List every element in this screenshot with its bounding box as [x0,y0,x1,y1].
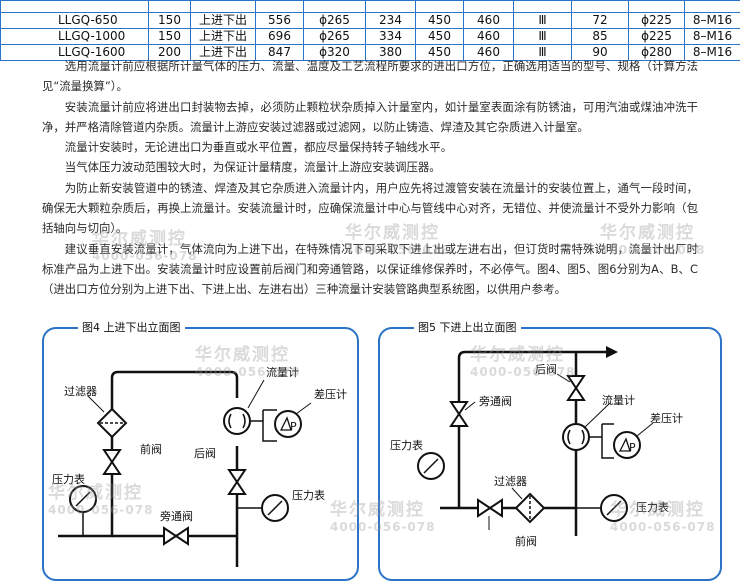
fig5-outlet-arrow-icon [606,346,618,358]
fig5-pressure-gauge-right-icon [576,495,627,521]
svg-text:P: P [629,441,636,454]
fig5-pressure-gauge-left-label: 压力表 [390,437,423,453]
fig5-pipe-top [459,352,608,470]
figure5-diagram: P [0,0,740,567]
fig5-flowmeter-label: 流量计 [602,392,635,408]
fig5-dp-gauge-label: 差压计 [650,410,683,426]
fig5-bypass-valve-label: 旁通阀 [479,393,512,409]
fig5-front-valve-label: 前阀 [515,533,537,549]
fig5-dp-gauge-icon: P [614,432,640,458]
fig5-filter-label: 过滤器 [494,473,527,489]
fig5-bypass-valve-icon [451,402,467,426]
fig5-filter-icon [516,494,544,522]
fig5-pressure-gauge-left-icon [418,453,444,479]
fig5-flowmeter-icon [563,424,589,450]
fig5-rear-valve-label: 后阀 [535,361,557,377]
fig5-front-valve-icon [478,500,502,516]
fig5-pressure-gauge-right-label: 压力表 [636,499,669,515]
fig5-rear-valve-icon [568,376,584,400]
